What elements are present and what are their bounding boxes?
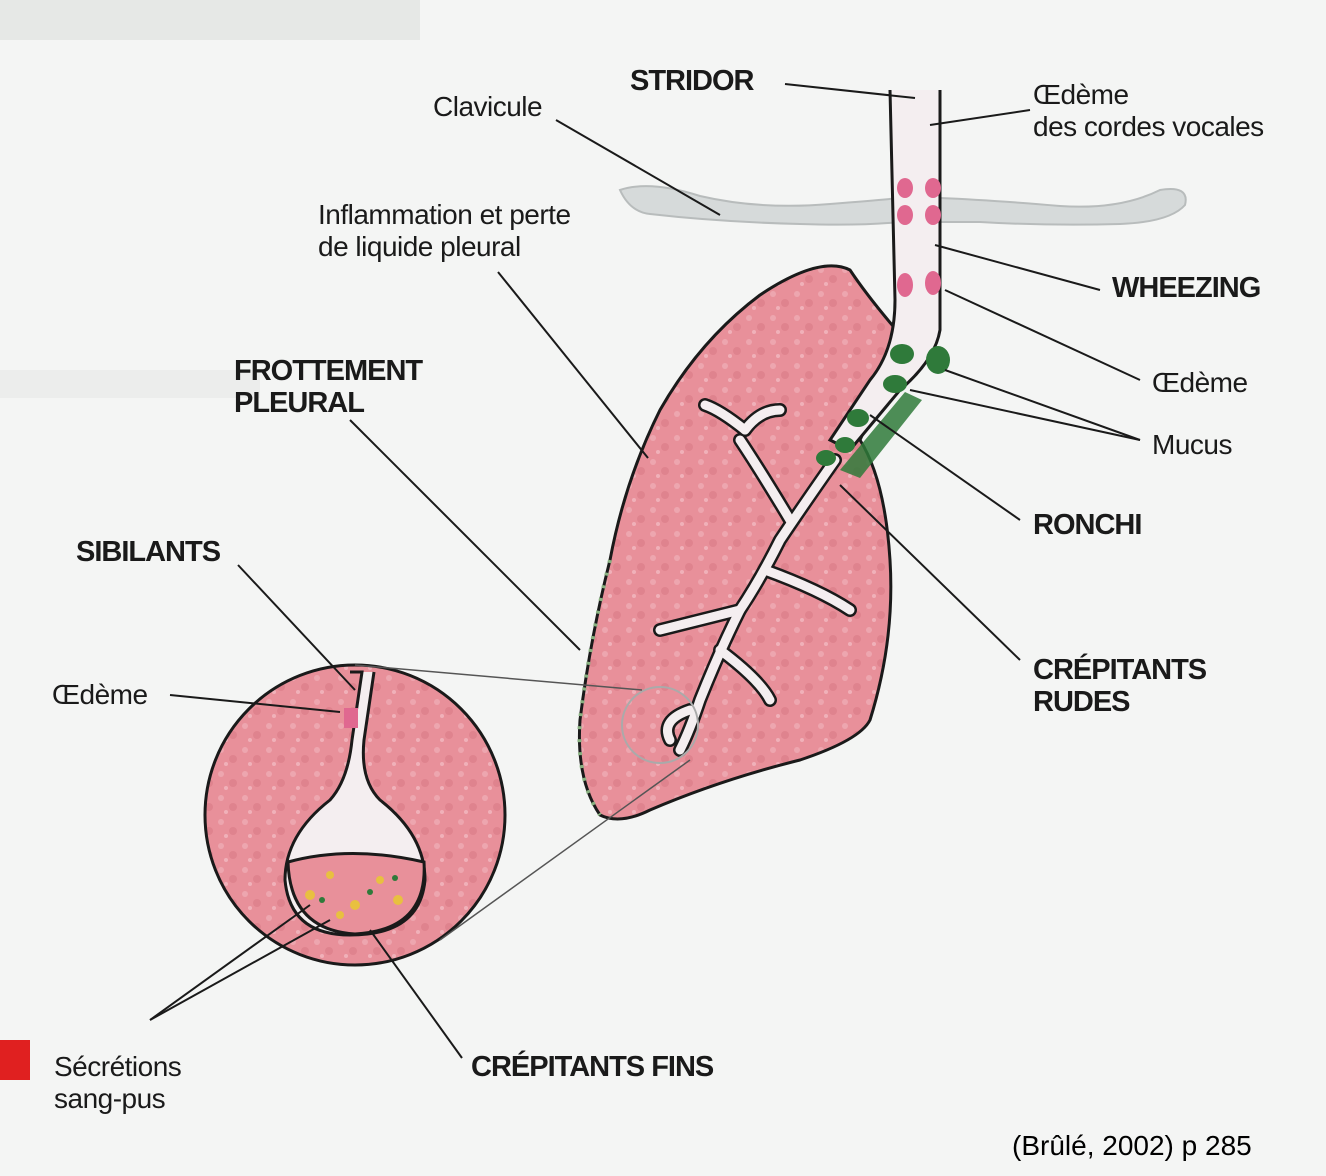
label-mucus: Mucus [1152,430,1232,459]
label-oedeme-cordes-line2: des cordes vocales [1033,112,1264,141]
label-crepitants-fins: CRÉPITANTS FINS [471,1052,713,1082]
label-oedeme-cordes-line1: Œdème [1033,80,1129,109]
label-ronchi: RONCHI [1033,510,1141,540]
label-oedeme-left: Œdème [52,680,148,709]
label-crepitants-rudes-line2: RUDES [1033,687,1130,717]
lung [579,266,905,819]
label-inflammation-line1: Inflammation et perte [318,200,571,229]
label-oedeme: Œdème [1152,368,1248,397]
label-sibilants: SIBILANTS [76,537,220,567]
citation: (Brûlé, 2002) p 285 [1012,1131,1252,1160]
label-frottement-line1: FROTTEMENT [234,356,422,386]
label-clavicule: Clavicule [433,92,542,121]
label-inflammation-line2: de liquide pleural [318,232,521,261]
label-stridor: STRIDOR [630,66,754,96]
magnified-alveolus [205,665,505,965]
label-frottement-line2: PLEURAL [234,388,364,418]
label-secretions-line1: Sécrétions [54,1052,181,1081]
label-crepitants-rudes-line1: CRÉPITANTS [1033,655,1206,685]
label-secretions-line2: sang-pus [54,1084,165,1113]
label-wheezing: WHEEZING [1112,273,1260,303]
